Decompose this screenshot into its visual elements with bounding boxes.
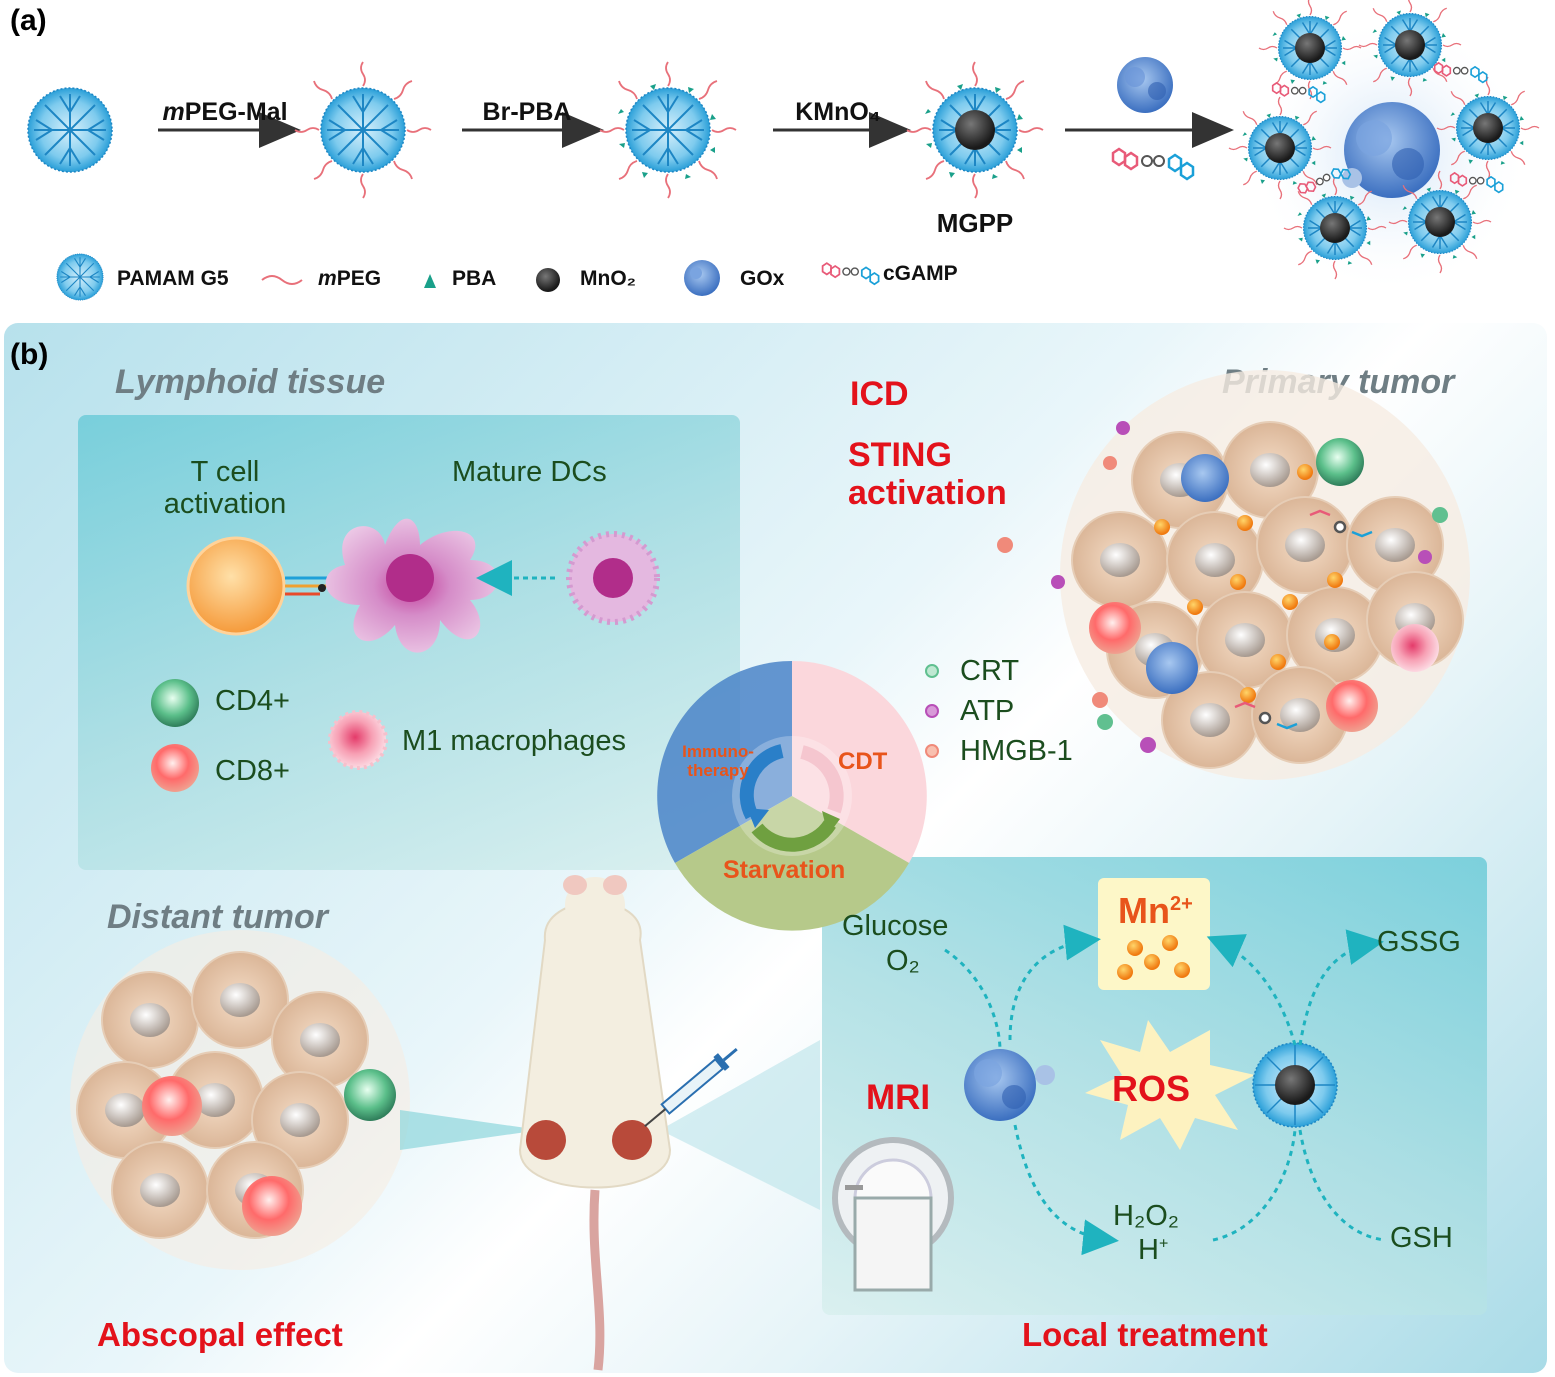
mgpp-nanoparticle [1252, 1042, 1338, 1128]
mature-dc-cell [325, 518, 499, 653]
m1-label: M1 macrophages [402, 725, 627, 757]
cd4-cell-icon [151, 679, 199, 727]
cd8-label: CD8+ [215, 755, 290, 787]
lymphoid-title: Lymphoid tissue [115, 363, 386, 401]
step1-label-rest: PEG-Mal [184, 98, 288, 126]
icd-label: ICD [850, 375, 909, 413]
mouse-illustration [518, 875, 738, 1371]
mn2-sup: 2+ [1169, 893, 1193, 915]
primary-tumor-cluster [1060, 370, 1470, 780]
mn2-label: Mn2+ [1118, 890, 1193, 932]
m1-macrophage-icon [328, 710, 388, 770]
crt-dot-icon [925, 664, 939, 678]
mn2-dots [1117, 935, 1190, 980]
therapy-cycle-wheel [657, 661, 927, 931]
starvation-label: Starvation [723, 856, 846, 884]
glucose-label: Glucose [842, 910, 949, 942]
gsh-label: GSH [1390, 1222, 1453, 1254]
syringe-icon [644, 1047, 738, 1128]
damp-legend-dots [925, 664, 939, 758]
hmgb-dot-icon [925, 744, 939, 758]
distant-tumor-title: Distant tumor [107, 898, 328, 936]
panel-b-label: (b) [10, 338, 49, 371]
panel-a-label: (a) [10, 4, 47, 37]
legend-pba-icon [424, 274, 436, 288]
cd8-cell-icon [151, 744, 199, 792]
legend-pba-label: PBA [452, 267, 497, 290]
reaction-arrows [944, 924, 1386, 1256]
assembled-nanocomplex [1228, 0, 1540, 295]
immuno-line1: Immuno- [682, 742, 754, 761]
t-cell [186, 536, 286, 636]
distant-beam [400, 1110, 540, 1150]
step2-label: Br-PBA [482, 98, 572, 126]
legend-pamam-label: PAMAM G5 [117, 267, 229, 290]
ros-label: ROS [1112, 1068, 1191, 1109]
immuno-label: Immuno- therapy [668, 742, 768, 780]
tcell-label: T cell activation [145, 456, 305, 520]
step3-label: KMnO₄ [795, 98, 881, 126]
legend-gox-label: GOx [740, 267, 785, 290]
o2-label: O₂ [886, 945, 920, 977]
legend-mpeg-label: mPEG [318, 267, 381, 291]
sting-line1: STING [848, 436, 952, 474]
mgpp-label: MGPP [936, 208, 1014, 238]
crt-label: CRT [960, 655, 1020, 687]
legend-mpeg-italic: m [318, 267, 337, 290]
panel-a-scheme [27, 0, 1540, 301]
abscopal-label: Abscopal effect [97, 1316, 343, 1353]
gox-above-arrow [1117, 57, 1173, 113]
hplus-sup: + [1158, 1235, 1169, 1253]
mri-scanner-icon [832, 1137, 954, 1292]
ros-burst [1085, 1020, 1255, 1150]
legend-gox-icon [684, 260, 720, 296]
legend-mno2-label: MnO₂ [580, 267, 636, 290]
hplus-label: H+ [1138, 1234, 1168, 1267]
immuno-line2: therapy [687, 761, 749, 780]
sting-label: STING activation [848, 436, 1007, 512]
hmgb-label: HMGB-1 [960, 735, 1073, 767]
distant-tumor-cluster [70, 930, 410, 1270]
cdt-label: CDT [838, 748, 888, 775]
legend-mpeg-rest: PEG [336, 267, 382, 290]
sting-line2: activation [848, 474, 1007, 512]
mri-label: MRI [866, 1078, 931, 1117]
mgpp-particle [906, 61, 1044, 199]
immature-dc-cell [566, 531, 660, 625]
local-beam [660, 1040, 820, 1210]
step1-label-italic: m [162, 98, 185, 126]
h2o2-label: H₂O₂ [1113, 1200, 1180, 1232]
step1-label: mPEG-Mal [150, 98, 300, 127]
damp-particles [997, 421, 1448, 753]
mature-dcs-label: Mature DCs [452, 456, 607, 488]
mn2-base: Mn [1118, 890, 1170, 931]
atp-dot-icon [925, 704, 939, 718]
tcell-line1: T cell [190, 456, 260, 488]
legend-cgamp-label: cGAMP [883, 262, 958, 285]
legend-mpeg-icon [261, 275, 303, 285]
atp-label: ATP [960, 695, 1015, 727]
legend-mno2-icon [536, 268, 560, 292]
cd4-label: CD4+ [215, 685, 290, 717]
local-treatment-label: Local treatment [1022, 1316, 1268, 1353]
hplus-base: H [1138, 1234, 1159, 1266]
gssg-label: GSSG [1377, 926, 1461, 958]
gox-enzyme [964, 1049, 1055, 1121]
tcell-line2: activation [163, 488, 287, 520]
